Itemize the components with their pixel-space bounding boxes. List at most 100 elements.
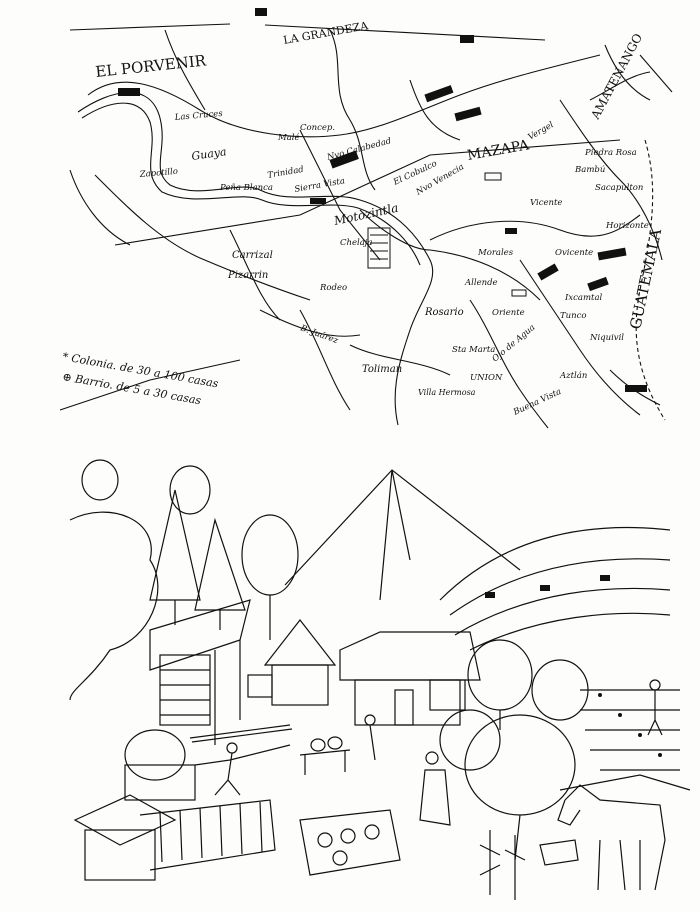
settlement-mark bbox=[454, 106, 482, 122]
place-label: Ojo de Agua bbox=[491, 323, 538, 365]
hillside bbox=[439, 526, 671, 601]
dome-oven bbox=[124, 729, 186, 781]
settlement-mark bbox=[625, 385, 647, 392]
place-label: Allende bbox=[464, 278, 498, 288]
pine-tree bbox=[149, 489, 201, 601]
person-head bbox=[649, 679, 661, 691]
thatch-house-roof bbox=[339, 631, 481, 681]
cabbage bbox=[332, 850, 348, 866]
place-label-large: EL PORVENIR bbox=[95, 51, 208, 81]
place-label: Vicente bbox=[530, 198, 562, 208]
region-map: EL PORVENIR LA GRANDEZA MAZAPA AMATENANG… bbox=[59, 8, 673, 429]
garden-bed bbox=[299, 809, 401, 876]
place-label: Sta Marta bbox=[452, 345, 495, 355]
table bbox=[299, 749, 351, 775]
crop-dot bbox=[598, 693, 602, 697]
river bbox=[589, 71, 651, 101]
boundary-line bbox=[264, 24, 546, 41]
place-label: Las Cruces bbox=[173, 109, 223, 123]
crop-dot bbox=[618, 713, 622, 717]
settlement-mark bbox=[310, 198, 326, 204]
pot bbox=[310, 738, 326, 752]
place-label-large: GUATEMALA bbox=[626, 227, 665, 331]
pine-tree bbox=[194, 517, 246, 611]
river bbox=[94, 174, 311, 301]
tile-roof bbox=[149, 599, 251, 671]
hut-roof bbox=[73, 794, 177, 846]
river bbox=[519, 259, 641, 416]
settlement-mark bbox=[329, 150, 359, 169]
settlement-mark bbox=[484, 172, 502, 181]
hillside-field bbox=[454, 587, 671, 636]
place-label: Tunco bbox=[560, 311, 587, 321]
small-shed bbox=[247, 674, 273, 698]
place-label: Sacapulton bbox=[595, 183, 643, 193]
place-label: Rosario bbox=[424, 307, 464, 318]
boundary-line bbox=[69, 23, 231, 31]
place-label: Morales bbox=[477, 248, 514, 258]
settlement-mark bbox=[424, 85, 454, 103]
oven-base bbox=[124, 764, 196, 801]
settlement-mark bbox=[255, 8, 267, 16]
thatch-house-wall bbox=[354, 679, 461, 726]
corn-plant bbox=[504, 835, 526, 900]
fence bbox=[139, 799, 276, 871]
place-label: Horizonte bbox=[605, 221, 649, 231]
crop-dot bbox=[638, 733, 642, 737]
settlement-mark bbox=[505, 228, 517, 234]
settlement-mark bbox=[460, 35, 474, 43]
river bbox=[259, 309, 361, 337]
brick-lines bbox=[160, 669, 210, 716]
boundary-line bbox=[59, 359, 241, 411]
person-body bbox=[369, 724, 376, 761]
settlement-mark bbox=[511, 289, 527, 297]
place-label-large: AMATENANGO bbox=[588, 31, 645, 122]
place-label: Concep. bbox=[300, 123, 335, 133]
leafy-tree bbox=[69, 511, 159, 701]
river bbox=[409, 79, 461, 141]
place-label: Chelaja bbox=[340, 238, 373, 248]
river bbox=[604, 44, 651, 101]
place-label-large: MAZAPA bbox=[466, 137, 531, 164]
river bbox=[329, 29, 376, 191]
cabbage bbox=[340, 828, 356, 844]
place-label: Vergel bbox=[527, 120, 556, 143]
river bbox=[229, 229, 281, 321]
person-body bbox=[194, 744, 291, 796]
round-tree bbox=[241, 514, 299, 596]
corn-plant bbox=[479, 830, 501, 895]
field-house bbox=[600, 575, 610, 581]
doorway bbox=[394, 689, 414, 726]
place-label: B. Juárez bbox=[298, 322, 340, 346]
crop-dot bbox=[658, 753, 662, 757]
fruit-tree bbox=[531, 659, 589, 721]
fruit-tree bbox=[467, 639, 533, 711]
place-label: Malé bbox=[277, 132, 300, 143]
river bbox=[299, 309, 351, 411]
river bbox=[77, 92, 434, 426]
place-label: Zapotillo bbox=[138, 167, 178, 180]
river bbox=[164, 29, 206, 111]
boundary-line bbox=[639, 54, 673, 93]
place-label: Oriente bbox=[492, 308, 525, 318]
settlement-mark bbox=[118, 88, 140, 96]
town-block bbox=[367, 227, 391, 269]
fruit-tree bbox=[464, 714, 576, 816]
river bbox=[469, 299, 549, 429]
river bbox=[87, 54, 601, 138]
settlement-mark bbox=[537, 263, 559, 281]
place-label: Peña Blanca bbox=[219, 183, 273, 193]
firewood bbox=[189, 724, 293, 743]
tree-trunk bbox=[174, 595, 271, 640]
person-head bbox=[425, 751, 439, 765]
cabbage bbox=[317, 832, 333, 848]
volcano-ridge bbox=[379, 469, 411, 601]
fence-posts bbox=[159, 801, 263, 863]
place-label: Motozintla bbox=[332, 201, 400, 228]
hut-wall bbox=[84, 829, 156, 881]
town-block bbox=[370, 234, 388, 260]
person-skirt bbox=[419, 769, 451, 826]
place-label: Carrizal bbox=[232, 250, 273, 261]
pot bbox=[327, 736, 343, 750]
